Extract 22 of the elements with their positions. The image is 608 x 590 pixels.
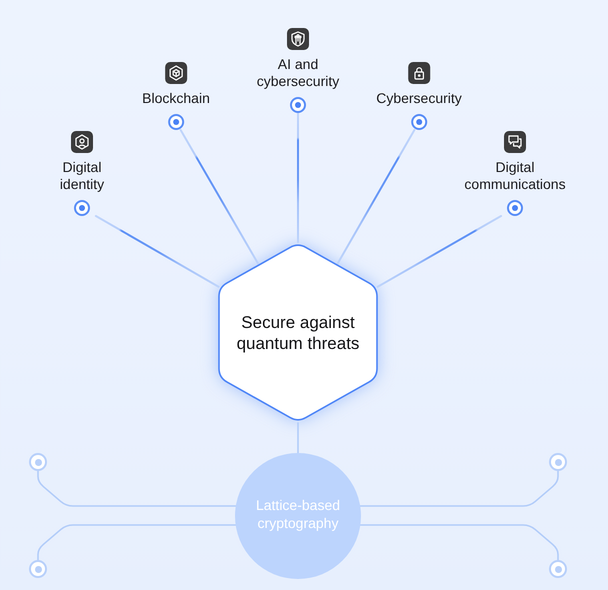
topic-label: Blockchain (142, 90, 210, 107)
topic-label: AI and cybersecurity (256, 56, 340, 90)
circuit-trace (37, 470, 237, 507)
topic-label: Digital communications (463, 159, 567, 193)
circuit-trace (360, 524, 559, 561)
circuit-terminal-icon (29, 453, 47, 471)
topic-label: Digital identity (58, 159, 106, 193)
circuit-terminal-icon (549, 453, 567, 471)
circuit-terminal-icon (29, 560, 47, 578)
connector-line (94, 215, 220, 288)
circuit-trace (37, 524, 236, 561)
circle-label: Lattice-based cryptography (254, 496, 342, 532)
circuit-terminal-icon (549, 560, 567, 578)
circuit-trace (359, 470, 559, 507)
connector-line (180, 129, 260, 266)
connector-line (336, 129, 416, 266)
hexagon-label: Secure against quantum threats (236, 312, 360, 354)
central-hexagon (218, 242, 378, 423)
connector-line (297, 112, 299, 243)
topic-label: Cybersecurity (376, 90, 462, 107)
connector-line (297, 422, 299, 454)
connector-line (376, 215, 502, 288)
